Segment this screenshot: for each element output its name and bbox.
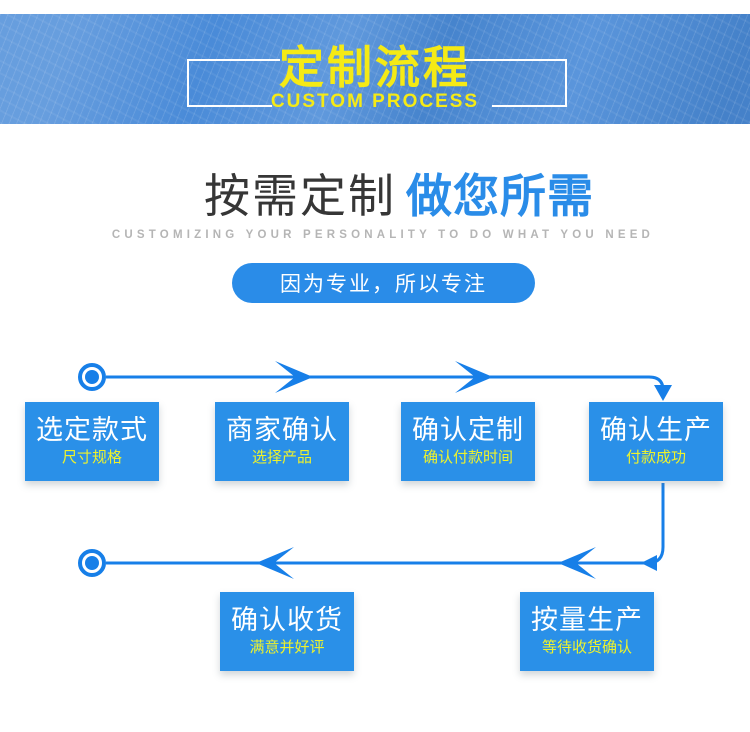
- banner-frame-left: [187, 59, 189, 107]
- flow-step-title: 确认生产: [600, 415, 712, 445]
- intro-subtitle-en: CUSTOMIZING YOUR PERSONALITY TO DO WHAT …: [111, 229, 655, 241]
- flow-step-produce-by-quantity: 按量生产 等待收货确认: [520, 592, 654, 671]
- flow-step-title: 商家确认: [226, 415, 338, 445]
- flow-line-row1: [106, 375, 665, 391]
- flow-step-subtitle: 等待收货确认: [541, 639, 632, 657]
- flow-step-confirm-custom: 确认定制 确认付款时间: [401, 402, 535, 481]
- arrow-left-small-icon: [641, 555, 657, 571]
- banner-frame-top-left: [187, 59, 280, 61]
- banner-title: 定制流程: [278, 42, 471, 93]
- banner-frame-top-right: [462, 59, 567, 61]
- flow-step-title: 确认定制: [412, 415, 524, 445]
- flow-step-seller-confirm: 商家确认 选择产品: [215, 402, 349, 481]
- flow-step-select-style: 选定款式 尺寸规格: [25, 402, 159, 481]
- flow-step-title: 按量生产: [531, 605, 643, 635]
- arrow-right-icon: [275, 361, 313, 393]
- intro-heading-dark: 按需定制: [204, 170, 396, 222]
- arrow-left-icon: [256, 547, 294, 579]
- flow-step-subtitle: 选择产品: [251, 449, 312, 467]
- flow-step-title: 选定款式: [36, 415, 148, 445]
- banner-frame-right: [565, 59, 567, 107]
- end-node-dot: [85, 556, 99, 570]
- flow-step-confirm-production: 确认生产 付款成功: [589, 402, 723, 481]
- start-node-dot: [85, 370, 99, 384]
- flow-line-drop: [647, 483, 665, 565]
- arrow-left-icon: [558, 547, 596, 579]
- banner-subtitle: CUSTOM PROCESS: [270, 91, 480, 112]
- flow-step-subtitle: 确认付款时间: [422, 449, 513, 467]
- end-node-ring: [78, 549, 106, 577]
- banner-frame-bottom-left: [187, 105, 272, 107]
- arrow-right-icon: [455, 361, 493, 393]
- banner: 定制流程 CUSTOM PROCESS: [0, 14, 750, 124]
- slogan-pill: 因为专业，所以专注: [232, 263, 535, 303]
- intro-heading-blue: 做您所需: [406, 170, 594, 222]
- flow-step-subtitle: 尺寸规格: [61, 449, 122, 467]
- flow-step-subtitle: 付款成功: [625, 449, 686, 467]
- intro-heading: 按需定制做您所需: [0, 170, 750, 223]
- flow-step-subtitle: 满意并好评: [249, 639, 325, 657]
- start-node-ring: [78, 363, 106, 391]
- flow-step-title: 确认收货: [231, 605, 343, 635]
- arrow-down-icon: [654, 385, 672, 401]
- flow-step-confirm-receipt: 确认收货 满意并好评: [220, 592, 354, 671]
- banner-frame-bottom-right: [492, 105, 567, 107]
